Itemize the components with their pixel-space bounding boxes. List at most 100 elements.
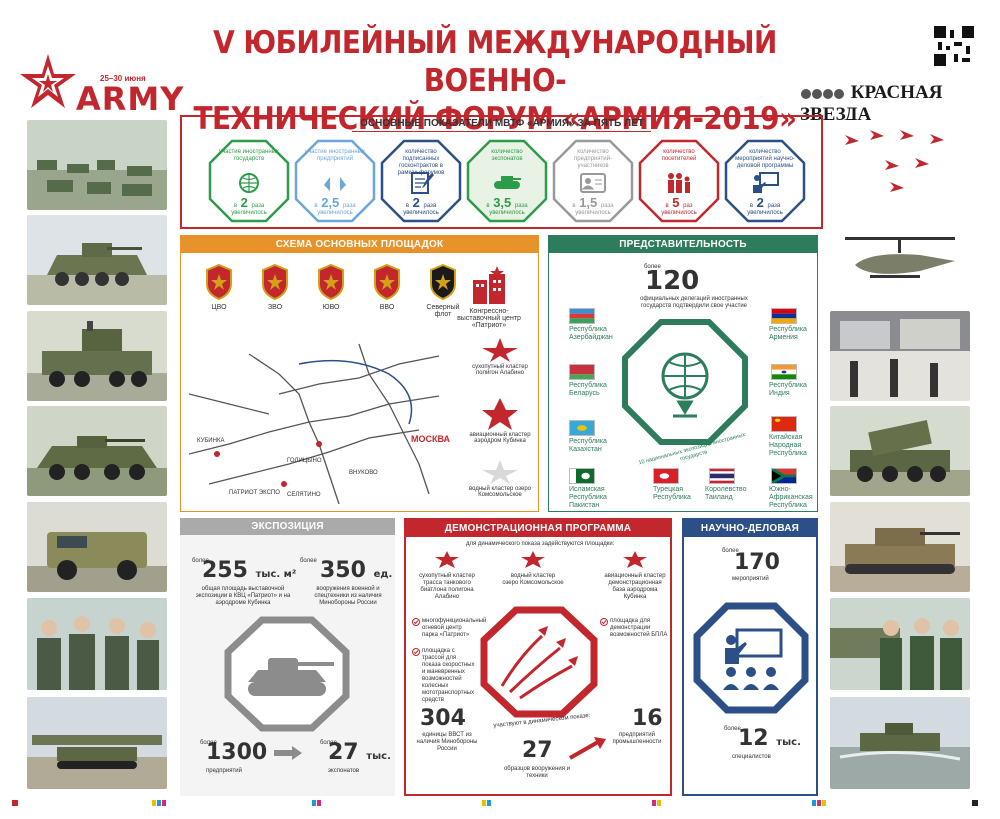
- demo-item: многофункциональный огневой центр парка …: [412, 618, 487, 639]
- kpi-label: участие иностранных предприятий: [305, 149, 365, 162]
- globe-octagon-icon: [622, 319, 748, 445]
- photo-pantsir: [27, 311, 167, 401]
- photo-officers: [27, 598, 167, 690]
- flag-india-icon: [771, 364, 797, 380]
- expo-exhibits-value: 27 тыс.: [328, 740, 391, 765]
- repr-more: более: [644, 264, 661, 270]
- photo-helicopter: [830, 215, 970, 305]
- check-icon: [412, 618, 420, 626]
- country-pakistan: Исламская Республика Пакистан: [569, 486, 607, 509]
- photo-bmp: [27, 215, 167, 305]
- kpi-octagon-shape: [380, 139, 462, 223]
- demo-cluster-name: водный кластер: [510, 573, 556, 579]
- district-emblem-icon: [430, 263, 456, 301]
- country-india: Республика Индия: [769, 382, 807, 397]
- district-emblem: ВВО: [365, 263, 409, 311]
- kpi-icon: [411, 172, 434, 194]
- district-emblem: ЮВО: [309, 263, 353, 311]
- demo-cluster-icon: [521, 551, 545, 568]
- print-marks: [12, 800, 978, 806]
- district-emblem-icon: [262, 263, 288, 301]
- kpi-value: в 2,5 раза: [294, 195, 376, 210]
- kpi-number: 3,5: [493, 195, 512, 210]
- expo-arms-more: более: [300, 558, 317, 564]
- district-emblem-icon: [374, 263, 400, 301]
- expo-firms-value: 1300: [206, 740, 268, 765]
- demo-item-text: многофункциональный огневой центр парка …: [422, 618, 487, 638]
- kpi-sub: увеличилось: [661, 210, 697, 216]
- sci-v1-desc: мероприятий: [732, 576, 769, 582]
- kpi-value: в 3,5 раза: [466, 195, 548, 210]
- expo-exhibits-number: 27: [328, 740, 359, 765]
- kpi-sub: увеличилось: [403, 210, 439, 216]
- demo-v3-desc: предприятий промышленности: [612, 732, 662, 745]
- flag-turkey-icon: [653, 468, 679, 484]
- sci-heading: НАУЧНО-ДЕЛОВАЯ ПРОГРАММА: [684, 520, 816, 551]
- lecture-octagon-icon: [693, 602, 809, 714]
- kpi-prefix: в: [665, 203, 669, 209]
- kpi-heading-line: [352, 131, 651, 132]
- sci-v1: 170: [734, 550, 780, 575]
- photo-terminator: [830, 502, 970, 592]
- demo-v2-desc: образцов вооружения и техники: [503, 766, 571, 779]
- demo-v1-desc: единицы ВВСТ из наличия Минобороны Росси…: [416, 732, 478, 752]
- sci-v1-more: более: [722, 548, 739, 554]
- kpi-unit: раз: [683, 203, 693, 209]
- qr-code-icon: [934, 26, 974, 66]
- schema-heading: СХЕМА ОСНОВНЫХ ПЛОЩАДОК: [181, 236, 538, 253]
- demo-panel: ДЕМОНСТРАЦИОННАЯ ПРОГРАММА для динамичес…: [404, 518, 672, 796]
- newspaper-logo: КРАСНАЯ ЗВЕЗДА: [800, 82, 1000, 126]
- repr-desc: официальных делегаций иностранных госуда…: [640, 296, 748, 309]
- congress-label: Конгрессно-выставочный центр «Патриот»: [457, 308, 521, 329]
- demo-cluster-place: озеро Комсомольское: [502, 580, 564, 586]
- kpi-octagon-shape: [552, 139, 634, 223]
- demo-item-text: площадка с трассой для показа скоростных…: [422, 648, 475, 703]
- district-emblem-icon: [318, 263, 344, 301]
- country-south-africa: Южно-Африканская Республика: [769, 486, 813, 509]
- flag-south-africa-icon: [771, 468, 797, 484]
- kpi-unit: раза: [767, 203, 781, 209]
- kpi-octagon-shape: [724, 139, 806, 223]
- tank-octagon-icon: [224, 616, 350, 732]
- jets-octagon-icon: [480, 606, 598, 718]
- district-emblem: ЦВО: [197, 263, 241, 311]
- expo-arms-number: 350: [320, 558, 366, 583]
- kpi-heading: ОСНОВНЫЕ ПОКАЗАТЕЛИ МВТФ «АРМИЯ» ЗА ПЯТЬ…: [360, 118, 644, 129]
- sci-v2: 12 тыс.: [738, 726, 801, 751]
- kpi-prefix: в: [233, 203, 237, 209]
- kpi-number: 2: [756, 195, 764, 210]
- district-emblem-label: ЗВО: [267, 304, 283, 311]
- cluster-air-label: авиационный кластер аэродром Кубинка: [469, 432, 531, 444]
- kpi-value: в 2 раза: [724, 195, 806, 210]
- air-cluster-icon: [482, 398, 518, 430]
- water-cluster-icon: [482, 460, 518, 484]
- expo-arms-value: 350 ед.: [320, 558, 392, 583]
- photo-generals: [830, 598, 970, 690]
- forum-title: V ЮБИЛЕЙНЫЙ МЕЖДУНАРОДНЫЙ ВОЕННО- ТЕХНИЧ…: [165, 24, 825, 138]
- demo-cluster-place: трасса танкового биатлона полигона Алаби…: [420, 580, 474, 600]
- map-label-selyatino: СЕЛЯТИНО: [287, 492, 321, 498]
- kpi-panel: ОСНОВНЫЕ ПОКАЗАТЕЛИ МВТФ «АРМИЯ» ЗА ПЯТЬ…: [180, 115, 823, 229]
- demo-v2: 27: [522, 738, 553, 763]
- kpi-value: в 1,5 раза: [552, 195, 634, 210]
- kpi-octagon-shape: [294, 139, 376, 223]
- cluster-water-label: водный кластер озеро Комсомольское: [469, 486, 531, 498]
- demo-item: площадка для демонстрации возможностей Б…: [600, 618, 668, 639]
- congress-center: Конгрессно-выставочный центр «Патриот»: [449, 264, 529, 329]
- expo-area-desc: общая площадь выставочной экспозиции в К…: [195, 586, 291, 606]
- country-belarus: Республика Беларусь: [569, 382, 607, 397]
- map-label-golitsyno: ГОЛИЦЫНО: [287, 458, 322, 464]
- kpi-label: количество экспонатов: [491, 149, 523, 162]
- flag-armenia-icon: [771, 308, 797, 324]
- expo-area-unit: тыс. м²: [255, 569, 297, 580]
- flag-belarus-icon: [569, 364, 595, 380]
- country-azerbaijan: Республика Азербайджан: [569, 326, 613, 341]
- kpi-unit: раза: [423, 203, 437, 209]
- orders-icon: [801, 88, 844, 99]
